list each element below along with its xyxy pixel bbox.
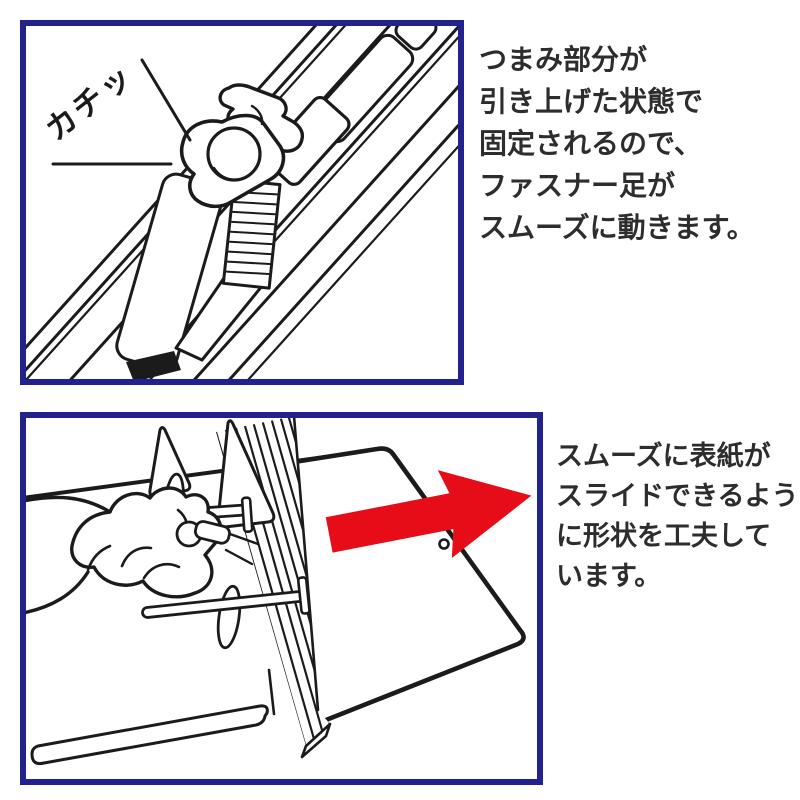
fastener-clip-illustration: カチッ xyxy=(26,26,458,379)
caption-line: ファスナー足が xyxy=(479,170,676,201)
caption-line: 固定されるので、 xyxy=(479,128,702,159)
caption-fastener: つまみ部分が 引き上げた状態で 固定されるので、 ファスナー足が スムーズに動き… xyxy=(479,39,794,249)
caption-line: スムーズに表紙が xyxy=(556,441,771,471)
red-arrow-right-icon xyxy=(325,470,532,559)
cover-slide-panel xyxy=(20,412,543,785)
click-sound-label: カチッ xyxy=(39,57,141,147)
hand xyxy=(26,486,260,615)
caption-line: スムーズに動きます。 xyxy=(479,212,755,243)
strap-foot-dark-piece xyxy=(126,351,181,379)
left-cover-edge xyxy=(30,668,276,766)
clip-knob xyxy=(179,83,305,209)
caption-line: います。 xyxy=(556,561,662,591)
fastener-clip-panel: カチッ xyxy=(20,20,464,385)
bent-leg-loop-2 xyxy=(216,584,242,650)
click-callout: カチッ xyxy=(39,57,192,166)
cover-hole xyxy=(438,538,450,550)
caption-line: 引き上げた状態で xyxy=(479,86,704,117)
held-clip-body xyxy=(193,520,231,545)
caption-line: つまみ部分が xyxy=(479,44,648,75)
caption-cover-slide: スムーズに表紙が スライドできるよう に形状を工夫して います。 xyxy=(556,436,800,596)
caption-line: に形状を工夫して xyxy=(556,521,772,551)
rail-end-piece xyxy=(394,26,438,51)
cover-slide-illustration xyxy=(26,418,532,766)
caption-line: スライドできるよう xyxy=(556,481,799,511)
